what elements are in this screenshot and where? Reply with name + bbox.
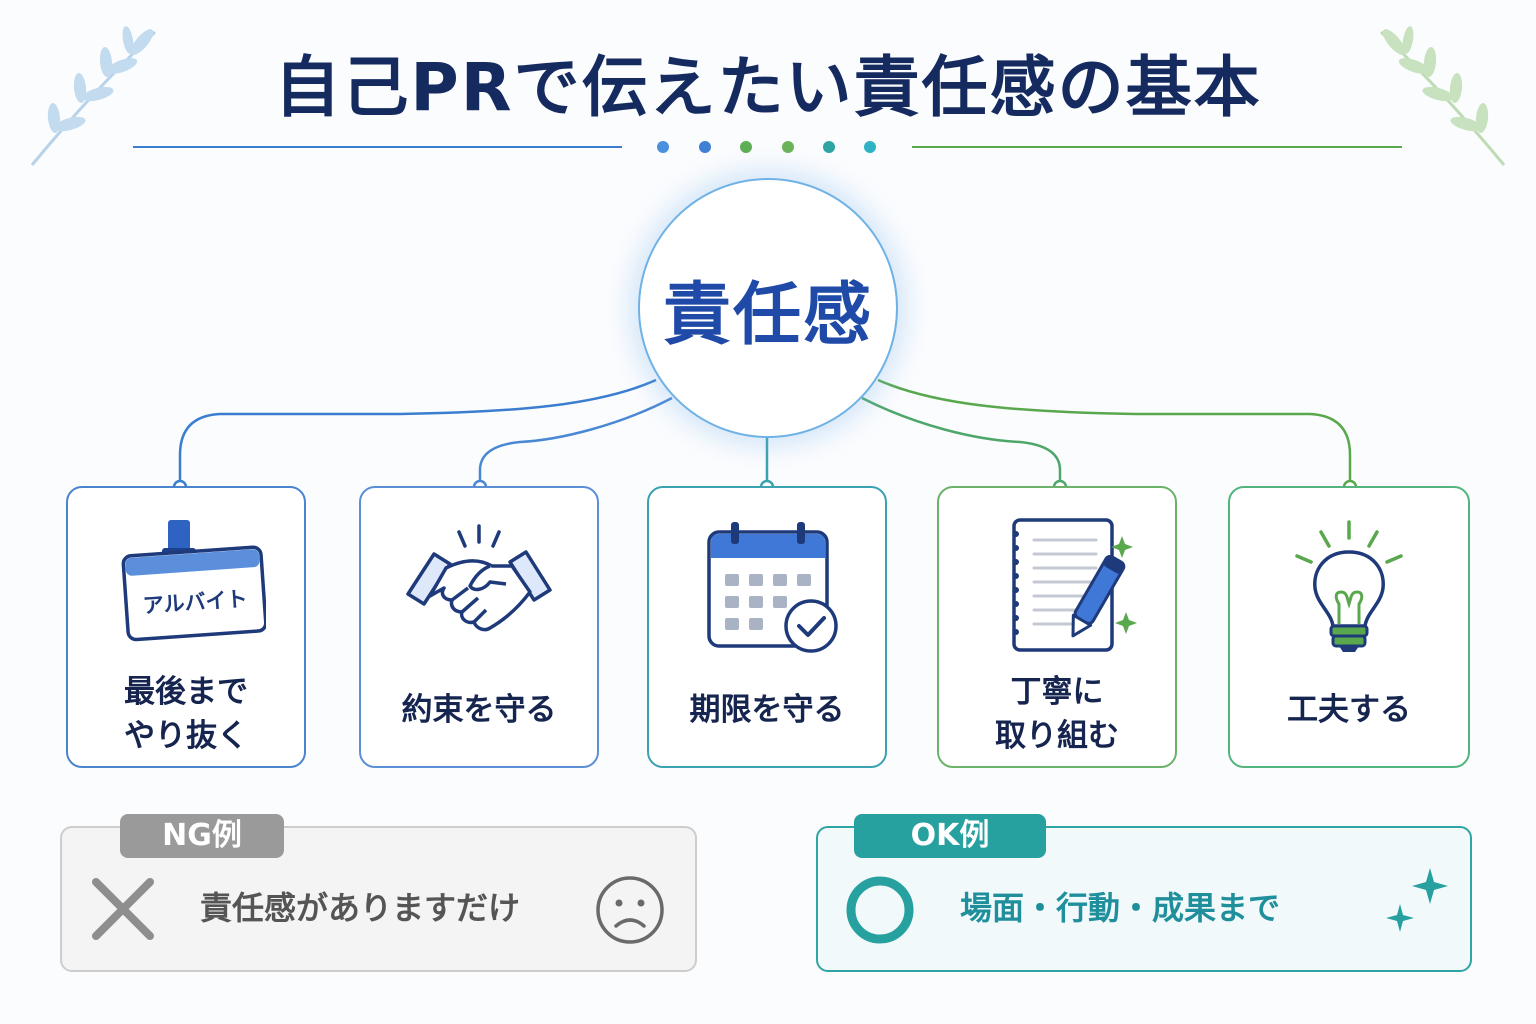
ok-example-box: OK例 場面・行動・成果まで xyxy=(816,814,1472,972)
card-careful-work: 丁寧に 取り組む xyxy=(937,486,1177,768)
badge-icon: アルバイト xyxy=(68,508,304,658)
cross-icon xyxy=(92,878,154,940)
ok-example-text: 場面・行動・成果まで xyxy=(960,889,1281,927)
circle-icon xyxy=(846,876,914,944)
leaf-branch-left-icon xyxy=(30,26,157,166)
divider-dot xyxy=(782,141,794,153)
divider-dot xyxy=(699,141,711,153)
connector-line-5 xyxy=(877,378,1352,486)
divider-dot xyxy=(740,141,752,153)
card-label: 期限を守る xyxy=(689,692,845,728)
card-meet-deadline: 期限を守る xyxy=(647,486,887,768)
calendar-check-icon xyxy=(649,508,885,658)
ok-example-tag: OK例 xyxy=(854,814,1046,858)
card-label: 約束を守る xyxy=(401,692,557,728)
divider-dot xyxy=(864,141,876,153)
ng-example-tag: NG例 xyxy=(120,814,284,858)
card-label: 工夫する xyxy=(1287,692,1411,728)
center-concept-circle: 責任感 xyxy=(638,178,898,438)
card-persevere: アルバイト 最後まで やり抜く xyxy=(66,486,306,768)
connector-line-1 xyxy=(178,378,657,486)
connector-line-2 xyxy=(478,396,673,486)
divider-dot xyxy=(657,141,669,153)
sad-face-icon xyxy=(596,876,664,944)
center-label: 責任感 xyxy=(662,275,873,355)
card-label: 丁寧に 取り組む xyxy=(995,674,1119,754)
title-divider xyxy=(133,141,1402,153)
connector-line-4 xyxy=(861,396,1062,486)
card-be-creative: 工夫する xyxy=(1228,486,1470,768)
ng-example-text: 責任感がありますだけ xyxy=(200,889,521,927)
card-keep-promise: 約束を守る xyxy=(359,486,599,768)
page-title: 自己PRで伝えたい責任感の基本 xyxy=(274,49,1262,126)
sparkle-icon xyxy=(1386,868,1448,932)
lightbulb-icon xyxy=(1230,508,1468,658)
card-label: 最後まで やり抜く xyxy=(124,674,248,754)
leaf-branch-right-icon xyxy=(1379,26,1506,166)
handshake-icon xyxy=(361,508,597,658)
notebook-pen-icon xyxy=(939,508,1175,658)
divider-dot xyxy=(823,141,835,153)
ng-example-box: NG例 責任感がありますだけ xyxy=(60,814,697,972)
